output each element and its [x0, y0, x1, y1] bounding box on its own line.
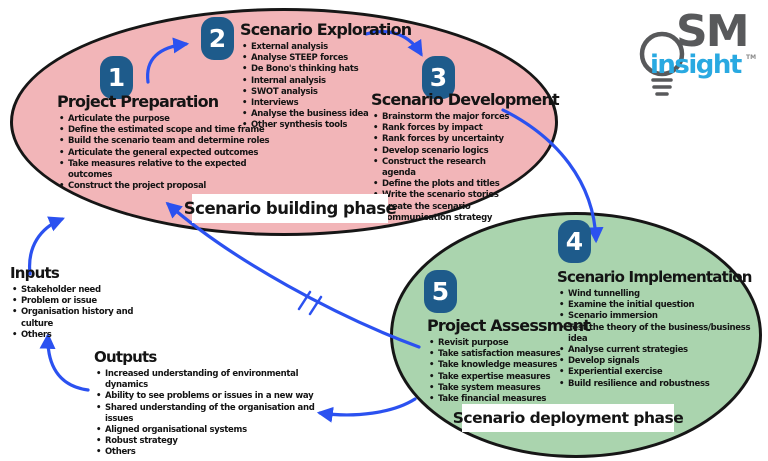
list-item: Ability to see problems or issues in a n…	[96, 391, 326, 402]
arrow-inputs-to-building-phase	[27, 216, 65, 276]
project-assessment-title: Project Assessment	[427, 316, 591, 335]
list-item: Rank forces by impact	[373, 123, 513, 134]
step-3-number: 3	[429, 63, 448, 92]
project-preparation-title: Project Preparation	[57, 92, 219, 111]
outputs-list: Increased understanding of environmental…	[96, 369, 326, 459]
list-item: Define the estimated scope and time fram…	[59, 125, 279, 136]
scenario-exploration-section: Scenario Exploration External analysis A…	[240, 20, 412, 132]
list-item: Take financial measures	[429, 394, 569, 405]
step-2-number: 2	[208, 24, 227, 53]
logo-tm-mark: TM	[746, 54, 757, 61]
step-4-number: 4	[565, 227, 584, 256]
inputs-title: Inputs	[10, 264, 60, 282]
list-item: Take satisfaction measures	[429, 349, 569, 360]
list-item: Interviews	[242, 98, 377, 109]
arrow-outputs-to-inputs	[39, 332, 90, 392]
step-2-badge: 2	[201, 17, 234, 60]
list-item: Take expertise measures	[429, 372, 569, 383]
list-item: Problem or issue	[12, 296, 167, 307]
list-item: Others	[96, 447, 326, 458]
logo-insight-text: insight	[650, 50, 742, 80]
list-item: Take system measures	[429, 383, 569, 394]
logo-sm-text: SM	[676, 6, 749, 57]
list-item: External analysis	[242, 42, 377, 53]
project-preparation-list: Articulate the purpose Define the estima…	[59, 114, 279, 193]
list-item: Analyse STEEP forces	[242, 53, 377, 64]
list-item: Robust strategy	[96, 436, 326, 447]
outputs-section: Outputs Increased understanding of envir…	[94, 348, 326, 459]
scenario-exploration-title: Scenario Exploration	[240, 20, 412, 39]
list-item: De Bono's thinking hats	[242, 64, 377, 75]
list-item: SWOT analysis	[242, 87, 377, 98]
list-item: Construct the research agenda	[373, 157, 513, 179]
scenario-development-section: Scenario Development Brainstorm the majo…	[371, 90, 560, 224]
scenario-development-list: Brainstorm the major forces Rank forces …	[373, 112, 513, 224]
list-item: Stakeholder need	[12, 285, 167, 296]
deployment-phase-label: Scenario deployment phase	[453, 404, 684, 432]
break-mark-slash-2	[308, 295, 323, 316]
list-item: Internal analysis	[242, 76, 377, 87]
list-item: Scenario immersion	[559, 311, 764, 322]
project-preparation-section: Project Preparation Articulate the purpo…	[57, 92, 279, 193]
list-item: Wind tunnelling	[559, 289, 764, 300]
scenario-exploration-list: External analysis Analyse STEEP forces D…	[242, 42, 377, 132]
step-1-number: 1	[107, 63, 126, 92]
list-item: Shared understanding of the organisation…	[96, 403, 326, 425]
project-assessment-section: Project Assessment Revisit purpose Take …	[427, 316, 591, 405]
list-item: Others	[12, 330, 167, 341]
scenario-implementation-title: Scenario Implementation	[557, 268, 752, 286]
project-assessment-list: Revisit purpose Take satisfaction measur…	[429, 338, 569, 405]
list-item: Revisit purpose	[429, 338, 569, 349]
inputs-section: Inputs Stakeholder need Problem or issue…	[10, 264, 167, 341]
list-item: Analyse the business idea	[242, 109, 377, 120]
list-item: Rank forces by uncertainty	[373, 134, 513, 145]
arrow-step1-to-step2	[146, 37, 190, 84]
step-1-badge: 1	[100, 56, 133, 99]
list-item: Articulate the general expected outcomes	[59, 148, 279, 159]
list-item: Other synthesis tools	[242, 120, 377, 131]
arrow-step2-to-step3	[364, 30, 423, 57]
step-3-badge: 3	[422, 56, 455, 99]
list-item: Brainstorm the major forces	[373, 112, 513, 123]
arrow-step3-to-step4	[501, 108, 604, 244]
list-item: Take knowledge measures	[429, 360, 569, 371]
list-item: Examine the initial question	[559, 300, 764, 311]
list-item: Take measures relative to the expected o…	[59, 159, 279, 181]
scenario-development-title: Scenario Development	[371, 90, 560, 109]
outputs-title: Outputs	[94, 348, 157, 366]
lightbulb-icon	[639, 31, 685, 96]
list-item: Test the theory of the business/business…	[559, 323, 764, 345]
break-mark-slash-1	[297, 290, 312, 311]
scenario-implementation-section: Scenario Implementation Wind tunnelling …	[557, 268, 764, 390]
list-item: Aligned organisational systems	[96, 425, 326, 436]
list-item: Construct the project proposal	[59, 181, 279, 192]
step-5-number: 5	[431, 277, 450, 306]
list-item: Organisation history and culture	[12, 307, 167, 329]
scenario-implementation-list: Wind tunnelling Examine the initial ques…	[559, 289, 764, 390]
arrow-deployment-to-outputs	[316, 397, 417, 423]
list-item: Articulate the purpose	[59, 114, 279, 125]
arrow-assessment-to-building-phase	[165, 201, 421, 349]
sm-insight-logo: SM insight TM	[634, 6, 766, 110]
list-item: Develop scenario logics	[373, 146, 513, 157]
list-item: Increased understanding of environmental…	[96, 369, 326, 391]
list-item: Build the scenario team and determine ro…	[59, 136, 279, 147]
list-item: Define the plots and titles	[373, 179, 513, 190]
building-phase-label: Scenario building phase	[184, 194, 397, 223]
inputs-list: Stakeholder need Problem or issue Organi…	[12, 285, 167, 341]
step-5-badge: 5	[424, 270, 457, 313]
step-4-badge: 4	[558, 220, 591, 263]
